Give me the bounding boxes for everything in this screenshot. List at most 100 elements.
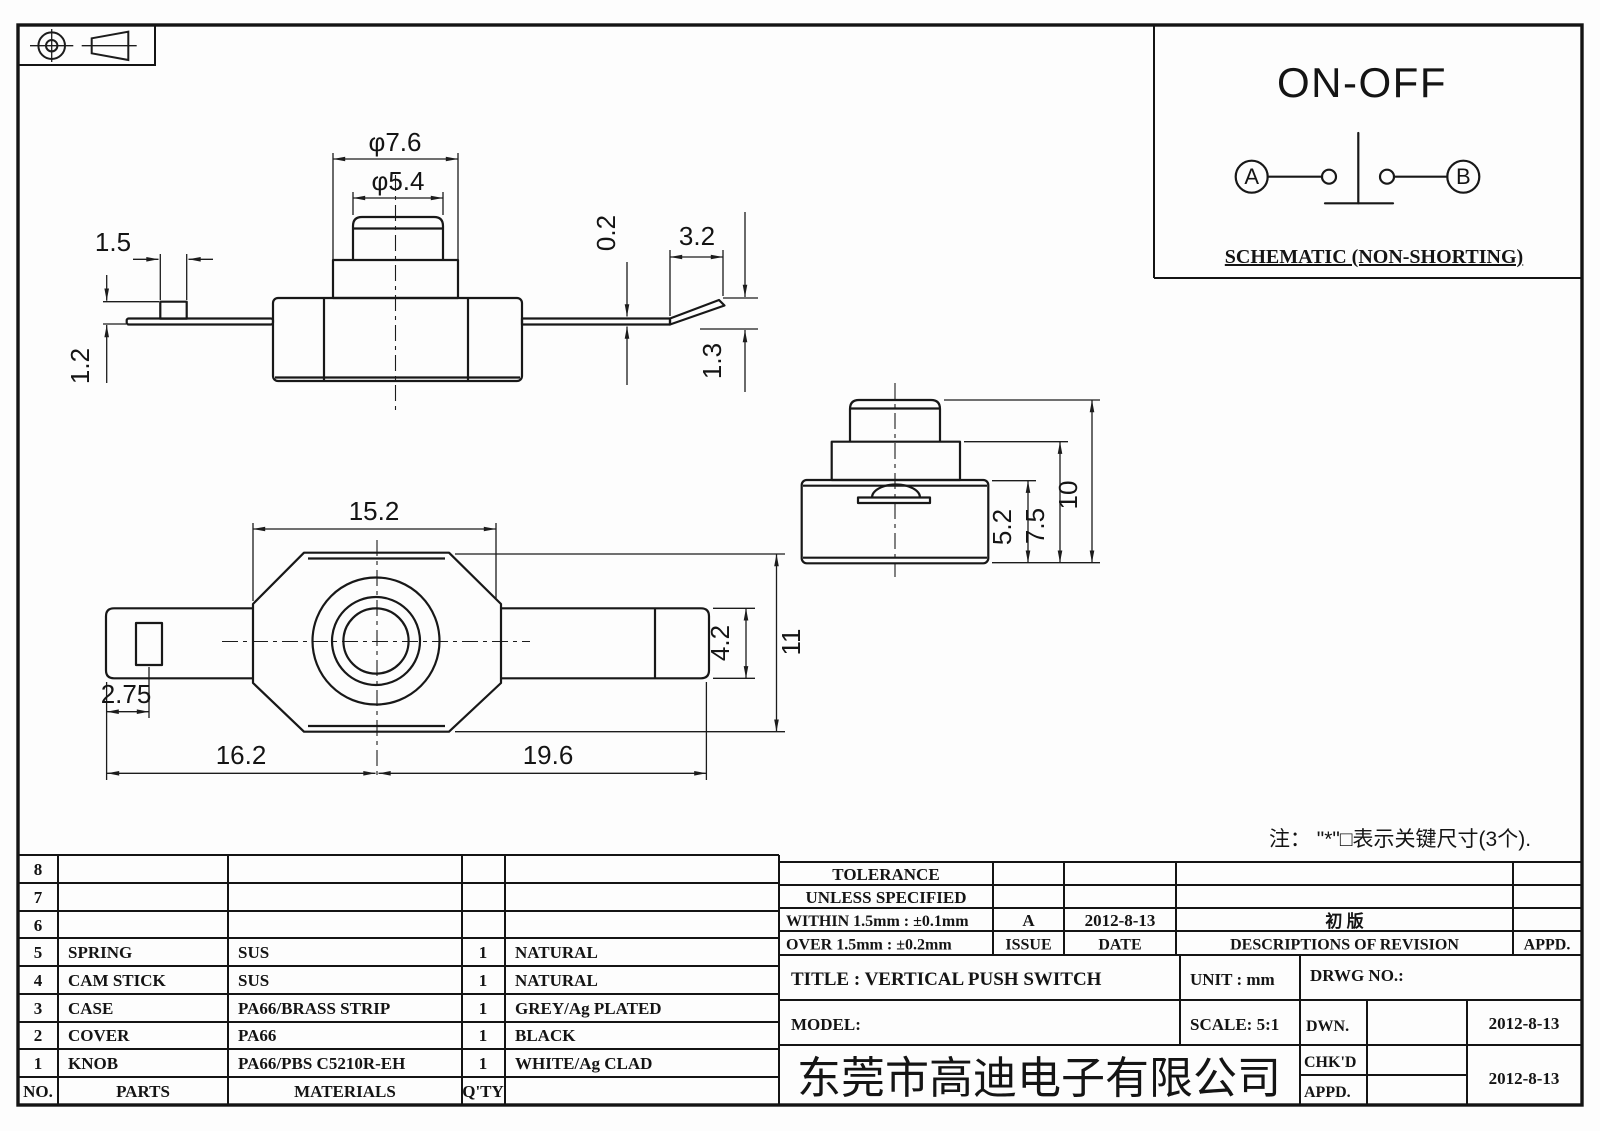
unit-text: UNIT : mm [1190,970,1275,989]
table-cell: KNOB [68,1054,118,1073]
front-view: φ7.6 φ5.4 1.5 1.2 0.2 3.2 1.3 [65,127,758,415]
cover-outline [830,440,962,482]
switch-symbol-icon [1234,131,1481,205]
terminal-b-label: B [1456,164,1471,189]
dimension-lines [104,156,748,392]
schematic-title: ON-OFF [1277,59,1447,106]
table-header-qty: Q'TY [462,1082,504,1101]
table-cell: 3 [34,999,43,1018]
case-outline [800,478,990,565]
revision-date-value: 2012-8-13 [1085,911,1156,930]
title-block: TITLE : VERTICAL PUSH SWITCH UNIT : mm D… [779,955,1582,1105]
company-name: 东莞市高迪电子有限公司 [797,1054,1281,1103]
revision-issue-value: A [1022,911,1035,930]
left-terminal [125,317,275,326]
table-cell: BLACK [515,1026,576,1045]
dim-cover-height: 7.5 [1020,508,1050,544]
table-cell: 6 [34,916,43,935]
left-terminal [104,607,253,680]
table-cell: 4 [34,971,43,990]
tolerance-within: WITHIN 1.5mm : ±0.1mm [786,913,969,930]
table-cell: 5 [34,943,43,962]
key-dimension-note: 注： "*"□表示关键尺寸(3个). [1269,828,1531,851]
table-cell: COVER [68,1026,130,1045]
table-cell: PA66/BRASS STRIP [238,999,390,1018]
dim-case-height: 5.2 [987,509,1017,545]
table-cell: PA66/PBS C5210R-EH [238,1054,405,1073]
revision-description-value: 初 版 [1325,911,1363,931]
table-cell: GREY/Ag PLATED [515,999,662,1018]
chkd-date: 2012-8-13 [1489,1069,1560,1088]
tolerance-title: TOLERANCE [832,865,939,884]
table-cell: SPRING [68,943,132,962]
target-symbol-icon [30,29,74,62]
dim-bend-rise: 1.3 [697,343,727,379]
revision-appd-label: APPD. [1524,937,1571,954]
dim-left-terminal-span: 16.2 [216,740,267,770]
table-header-parts: PARTS [116,1082,170,1101]
terminal-bend [668,298,726,326]
dim-hole-offset: 2.75 [101,679,152,709]
table-cell: SUS [238,971,269,990]
table-header-materials: MATERIALS [294,1082,396,1101]
terminal-tab [159,300,188,320]
cam-bar [856,496,932,505]
boss-circle-middle [330,595,422,687]
chkd-label: CHK'D [1304,1054,1356,1071]
dwn-label: DWN. [1306,1018,1349,1035]
knob-outline [848,398,942,442]
extension-lines [105,523,785,780]
bottom-view: 15.2 2.75 16.2 19.6 4.2 11 [101,496,806,780]
table-cell: NATURAL [515,943,598,962]
schematic-panel: ON-OFF A B SCHEMATIC (NON-SHORTING) [1153,25,1582,279]
tolerance-over: OVER 1.5mm : ±0.2mm [786,937,952,954]
right-terminal [520,317,672,326]
cam-dome [870,483,922,498]
dim-overall-height: 10 [1053,481,1083,510]
table-cell: 1 [34,1054,43,1073]
title-text: TITLE : VERTICAL PUSH SWITCH [791,969,1102,990]
appd-label: APPD. [1304,1084,1351,1101]
tolerance-subtitle: UNLESS SPECIFIED [805,888,966,907]
dim-terminal-width: 4.2 [705,625,735,661]
extension-lines [944,399,1100,564]
table-cell: WHITE/Ag CLAD [515,1054,652,1073]
dim-tab-width: 1.5 [95,227,131,257]
revision-issue-label: ISSUE [1005,937,1051,954]
dim-terminal-thickness: 0.2 [591,215,621,251]
table-cell: 1 [479,1054,488,1073]
table-cell: 1 [479,1026,488,1045]
table-cell: PA66 [238,1026,276,1045]
scale-text: SCALE: 5:1 [1190,1015,1279,1034]
table-cell: CASE [68,999,113,1018]
revision-date-label: DATE [1098,937,1141,954]
terminal-a-label: A [1244,164,1259,189]
extension-lines [103,153,758,330]
dim-tab-drop: 1.2 [65,348,95,384]
dim-body-width: 15.2 [349,496,400,526]
dimension-lines [1025,400,1095,563]
drwg-no-text: DRWG NO.: [1310,966,1404,985]
table-cell: 1 [479,999,488,1018]
model-text: MODEL: [791,1015,861,1034]
knob-cap-outline [351,215,445,260]
table-cell: NATURAL [515,971,598,990]
dim-knob-base-dia: φ7.6 [368,127,421,157]
dim-knob-top-dia: φ5.4 [371,166,424,196]
dim-body-depth: 11 [776,629,806,656]
dimension-lines [106,526,779,776]
side-view: 5.2 7.5 10 [800,383,1100,577]
table-cell: 7 [34,888,43,907]
schematic-caption: SCHEMATIC (NON-SHORTING) [1225,246,1523,268]
case-outline [271,296,524,383]
parts-table: 8 7 6 5 SPRING SUS 1 NATURAL 4 CAM STICK… [18,854,780,1105]
table-cell: 8 [34,860,43,879]
revision-table: TOLERANCE UNLESS SPECIFIED WITHIN 1.5mm … [779,861,1582,956]
terminal-hole [134,621,164,667]
right-terminal [501,607,711,680]
table-cell: 1 [479,971,488,990]
boss-circle-inner [342,607,410,675]
projection-symbol-box [17,24,156,66]
